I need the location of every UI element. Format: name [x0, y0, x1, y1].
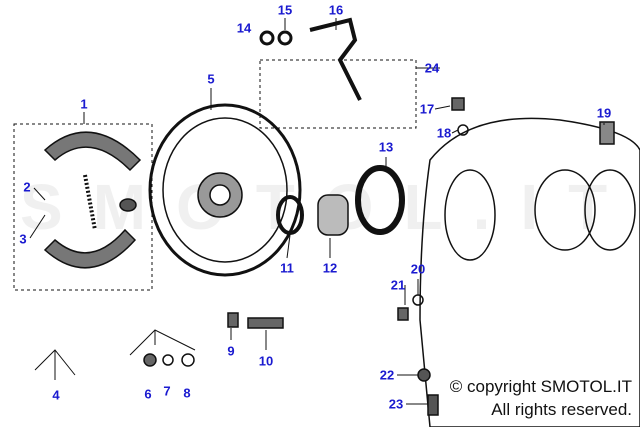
part-label-16: 16: [328, 2, 344, 18]
crankcase-bore-1: [534, 169, 596, 251]
brake-spring: [83, 174, 97, 231]
washer-7: [162, 354, 174, 366]
sensor-19: [599, 121, 615, 145]
part-label-17: 17: [419, 101, 435, 117]
part-label-18: 18: [436, 125, 452, 141]
part-label-10: 10: [258, 353, 274, 369]
brake-shoe-lower: [43, 228, 137, 269]
washer-15: [277, 30, 293, 46]
crankcase-bore-2: [584, 169, 636, 251]
watermark: SMOTOL.IT: [20, 170, 637, 244]
crankcase-bore-3: [444, 169, 496, 261]
part-label-2: 2: [23, 179, 31, 195]
part-label-14: 14: [236, 20, 252, 36]
nut-6: [143, 353, 157, 367]
screw-17: [451, 97, 465, 111]
part-label-12: 12: [322, 260, 338, 276]
selector-group-box: [259, 59, 417, 129]
part-label-23: 23: [388, 396, 404, 412]
part-label-7: 7: [163, 383, 171, 399]
brake-shoe-group-box: [13, 123, 153, 291]
washer-20: [412, 294, 424, 306]
part-label-15: 15: [277, 2, 293, 18]
part-label-13: 13: [378, 139, 394, 155]
brake-plate-inner: [162, 117, 288, 263]
part-label-3: 3: [19, 231, 27, 247]
plug-21: [397, 307, 409, 321]
part-label-9: 9: [227, 343, 235, 359]
nut-22: [417, 368, 431, 382]
selector-lever: [309, 17, 362, 101]
part-label-24: 24: [424, 60, 440, 76]
part-label-20: 20: [410, 261, 426, 277]
hub-bore: [209, 184, 231, 206]
part-label-1: 1: [80, 96, 88, 112]
brake-shoe-upper: [43, 131, 142, 172]
part-label-8: 8: [183, 385, 191, 401]
gasket: [355, 165, 405, 235]
part-label-22: 22: [379, 367, 395, 383]
washer-14: [259, 30, 275, 46]
part-label-21: 21: [390, 277, 406, 293]
part-label-19: 19: [596, 105, 612, 121]
brake-plate: [148, 103, 302, 277]
bolt-10: [247, 317, 284, 329]
part-label-6: 6: [144, 386, 152, 402]
bearing: [317, 194, 349, 236]
brake-cam: [119, 198, 137, 212]
oil-seal: [276, 195, 304, 235]
copyright-line-1: © copyright SMOTOL.IT: [449, 377, 632, 396]
washer-8: [181, 353, 195, 367]
screw-23: [427, 394, 439, 416]
part-label-4: 4: [52, 387, 60, 403]
leader-lines: [29, 18, 605, 405]
nut-9: [227, 312, 239, 328]
part-label-5: 5: [207, 71, 215, 87]
copyright-line-2: All rights reserved.: [491, 400, 632, 419]
part-label-11: 11: [280, 260, 294, 276]
crankcase: [419, 117, 640, 427]
